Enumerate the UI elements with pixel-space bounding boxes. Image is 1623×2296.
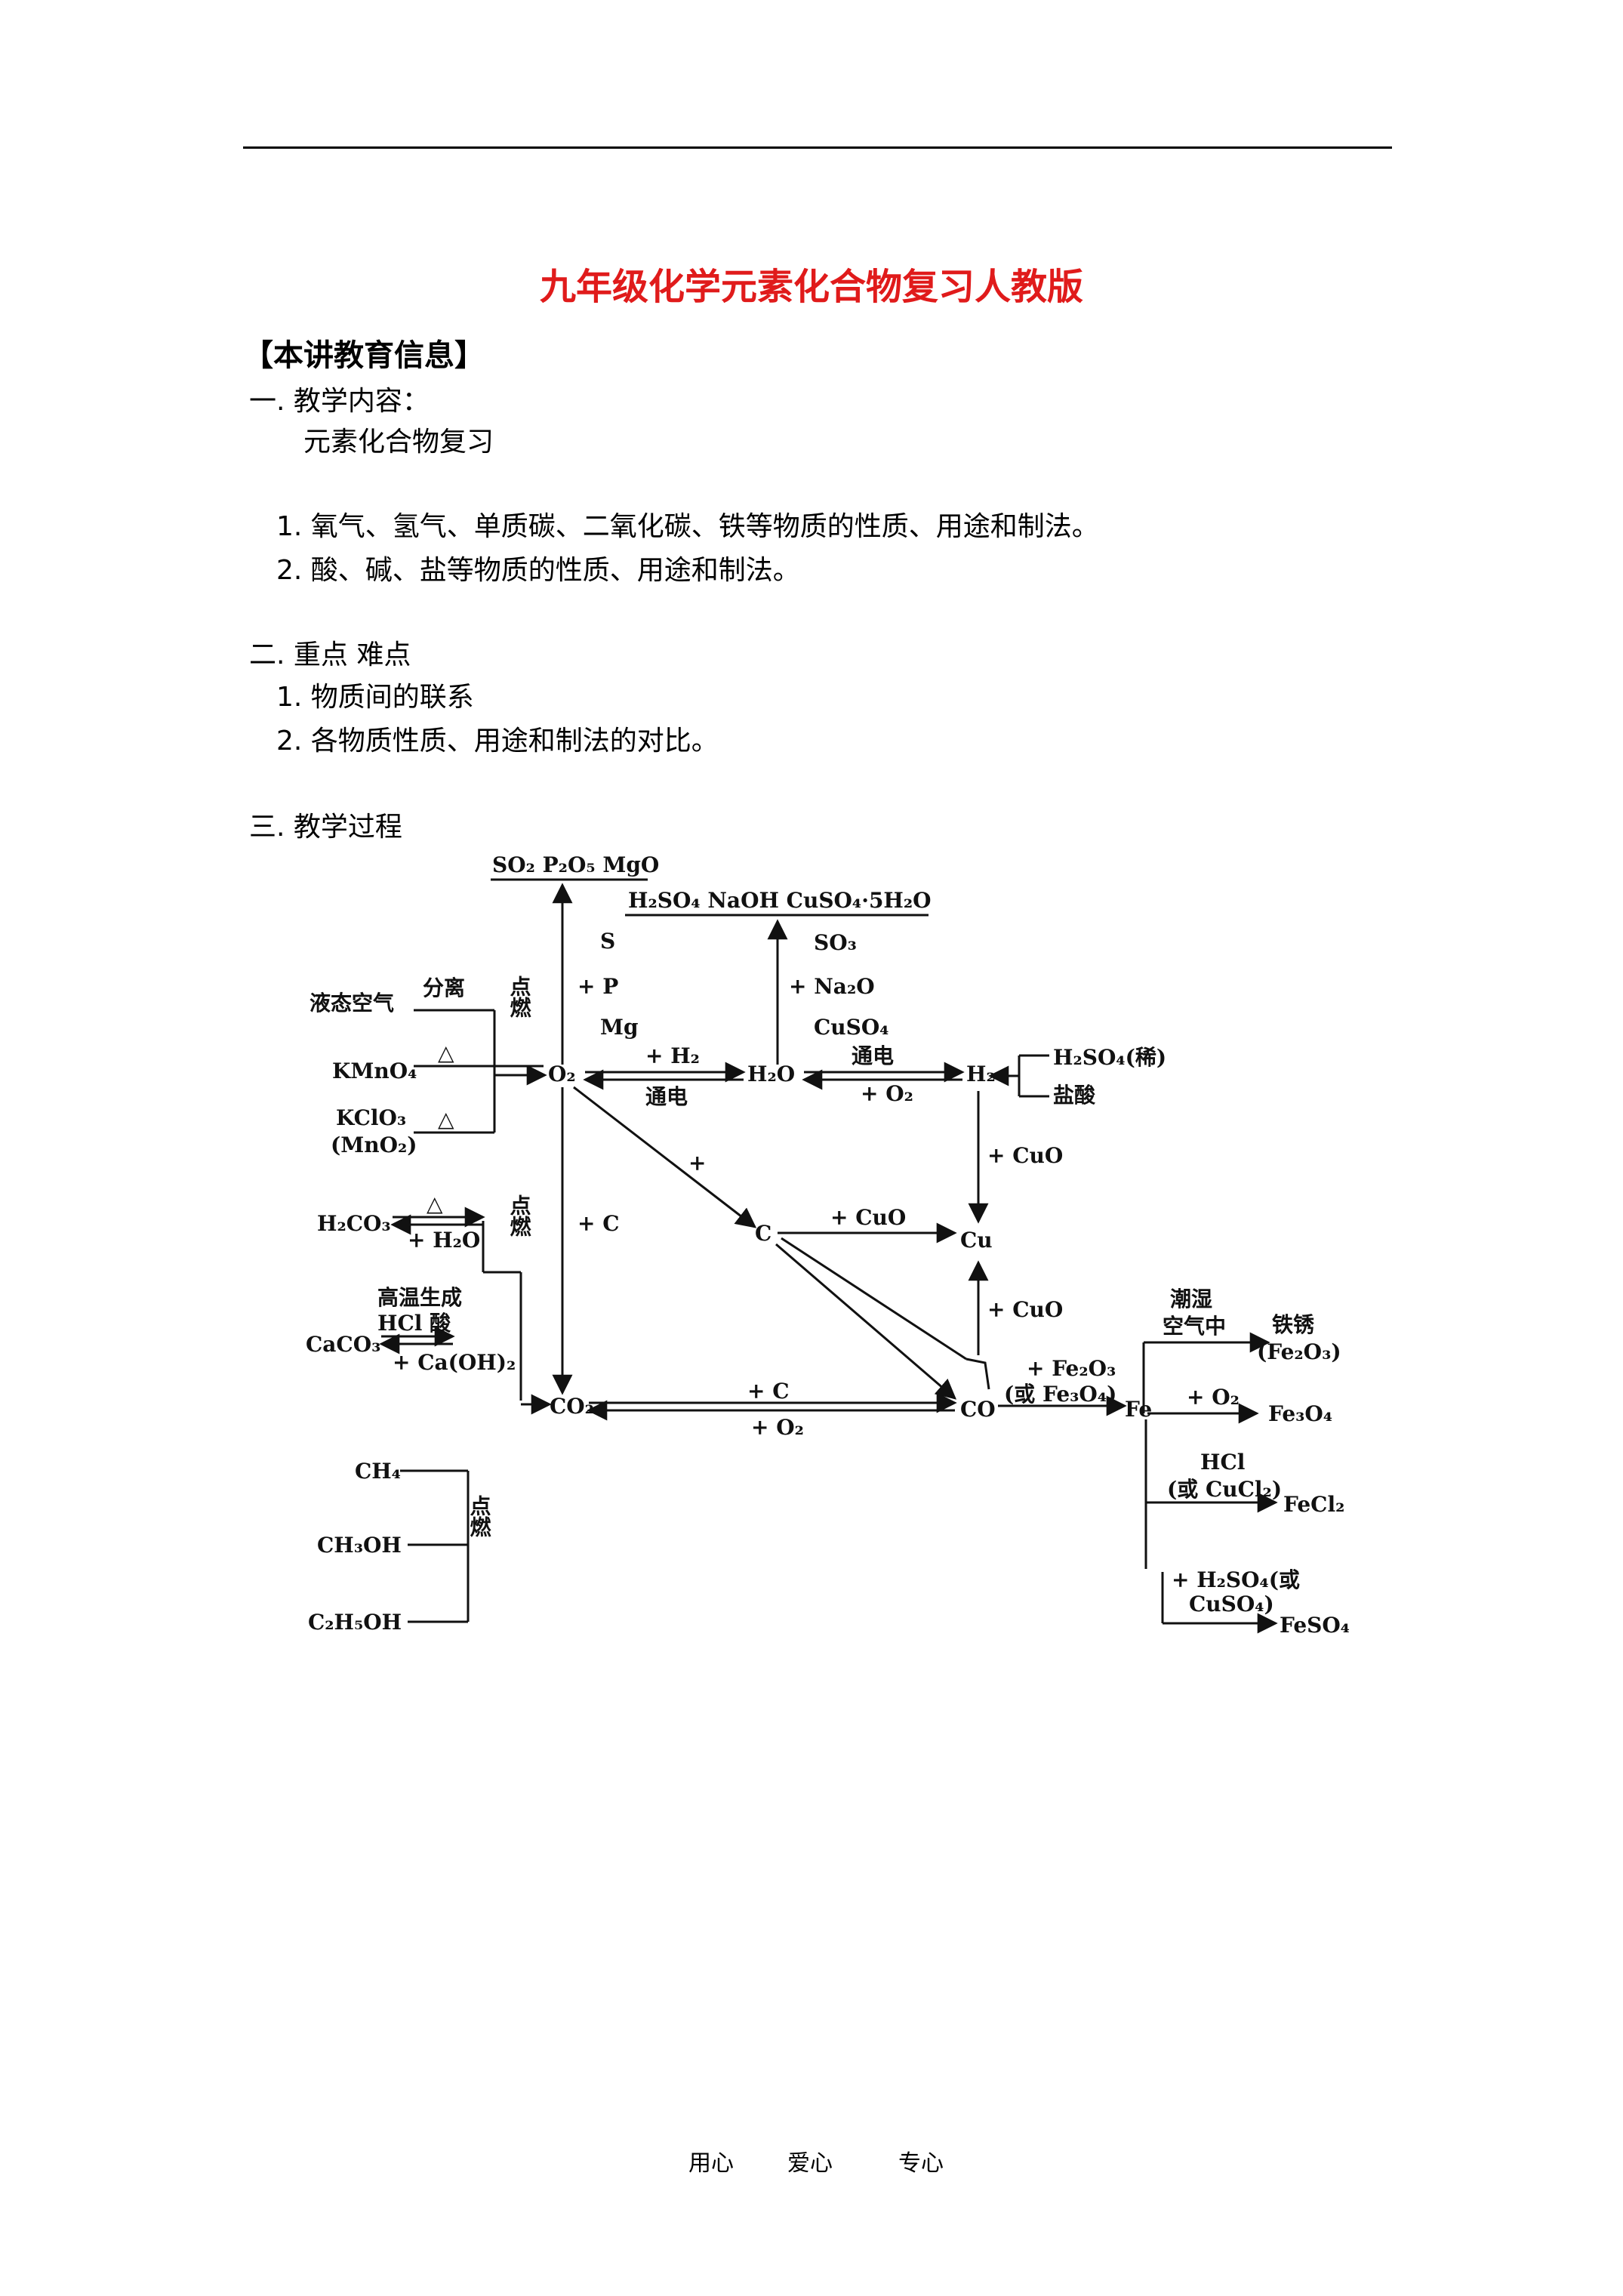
label-h2so4-dilute: H₂SO₄(稀) [1053, 1045, 1166, 1070]
section1-item-2: 2. 酸、碱、盐等物质的性质、用途和制法。 [276, 555, 800, 586]
label-kmno4: KMnO₄ [332, 1059, 417, 1083]
label-kclo3: KClO₃ [336, 1105, 406, 1130]
footer-word-3: 专心 [898, 2150, 944, 2177]
label-feso4: FeSO₄ [1280, 1613, 1350, 1638]
label-or-cucl2: (或 CuCl₂) [1167, 1477, 1282, 1502]
label-electrolysis-2: 通电 [852, 1043, 894, 1068]
label-fe: Fe [1125, 1397, 1152, 1422]
label-plus-cuo-2: + CuO [830, 1205, 906, 1230]
label-plus-h2: + H₂ [645, 1043, 700, 1068]
label-liquid-air: 液态空气 [310, 991, 394, 1015]
label-plus-c-2: + C [747, 1379, 790, 1404]
label-s: S [600, 929, 615, 954]
label-top-products: SO₂ P₂O₅ MgO [492, 852, 659, 877]
section1-item-1: 1. 氧气、氢气、单质碳、二氧化碳、铁等物质的性质、用途和制法。 [276, 511, 1099, 542]
label-moist: 潮湿 [1170, 1287, 1212, 1311]
label-plus-p: + P [577, 974, 618, 999]
label-acid-products: H₂SO₄ NaOH CuSO₄·5H₂O [628, 888, 932, 913]
section1-subtitle: 元素化合物复习 [303, 427, 494, 458]
label-rust: 铁锈 [1272, 1312, 1314, 1337]
label-delta-3: △ [427, 1191, 443, 1216]
label-hcl: HCl [1200, 1450, 1245, 1475]
label-plus-h2o: + H₂O [408, 1228, 480, 1253]
label-plus-cuo-3: + CuO [987, 1297, 1063, 1322]
section2-heading: 二. 重点 难点 [249, 639, 411, 670]
label-cuso4-close: CuSO₄) [1189, 1592, 1274, 1616]
label-mg: Mg [600, 1015, 639, 1040]
label-h2: H₂ [966, 1062, 996, 1086]
label-plus-caoh2: + Ca(OH)₂ [393, 1350, 516, 1375]
label-burn-3: 点燃 [467, 1495, 492, 1538]
label-h2co3: H₂CO₃ [317, 1211, 391, 1236]
chemistry-relationship-diagram: SO₂ P₂O₅ MgO H₂SO₄ NaOH CuSO₄·5H₂O 点燃 S … [306, 852, 1350, 1638]
label-hcl-suan: HCl 酸 [377, 1311, 451, 1336]
label-mno2: (MnO₂) [331, 1133, 417, 1157]
label-plus-c-1: + C [577, 1211, 620, 1236]
label-c2h5oh: C₂H₅OH [308, 1610, 402, 1635]
label-high-temp: 高温生成 [377, 1285, 462, 1310]
header-rule [243, 146, 1392, 149]
label-burn-1: 点燃 [507, 975, 532, 1019]
label-fe3o4: Fe₃O₄ [1268, 1401, 1332, 1426]
footer-word-1: 用心 [688, 2150, 734, 2177]
label-delta-1: △ [438, 1040, 454, 1065]
label-cu: Cu [960, 1228, 993, 1253]
label-so3: SO₃ [814, 930, 857, 955]
label-plus-o2-1: + O₂ [861, 1081, 913, 1106]
label-c: C [755, 1221, 771, 1246]
label-fe2o3: (Fe₂O₃) [1257, 1339, 1341, 1364]
page-title: 九年级化学元素化合物复习人教版 [539, 266, 1083, 308]
label-co2: CO₂ [550, 1394, 594, 1419]
label-electrolysis-1: 通电 [645, 1084, 688, 1109]
label-plus-o2-2: + O₂ [751, 1415, 804, 1440]
label-fecl2: FeCl₂ [1283, 1492, 1344, 1517]
label-plus-cuo-1: + CuO [987, 1143, 1063, 1168]
label-plus-fe2o3: + Fe₂O₃ [1027, 1356, 1116, 1381]
label-o2: O₂ [548, 1062, 576, 1086]
label-caco3: CaCO₃ [306, 1332, 380, 1357]
section1-heading: 一. 教学内容： [249, 386, 430, 417]
section2-item-2: 2. 各物质性质、用途和制法的对比。 [276, 726, 719, 757]
label-plus: + [688, 1151, 706, 1176]
label-or-fe3o4: (或 Fe₃O₄) [1004, 1382, 1116, 1407]
label-separate: 分离 [423, 975, 465, 1000]
label-co: CO [960, 1397, 996, 1422]
info-header: 【本讲教育信息】 [243, 338, 485, 373]
label-in-air: 空气中 [1163, 1314, 1226, 1339]
label-burn-2: 点燃 [507, 1194, 532, 1237]
label-hcl-acid: 盐酸 [1053, 1083, 1096, 1108]
label-h2o: H₂O [747, 1062, 795, 1086]
label-delta-2: △ [438, 1107, 454, 1132]
label-ch3oh: CH₃OH [317, 1533, 402, 1558]
section3-heading: 三. 教学过程 [249, 812, 402, 843]
label-plus-h2so4-or: + H₂SO₄(或 [1172, 1567, 1300, 1592]
label-plus-o2-3: + O₂ [1187, 1385, 1240, 1410]
section2-item-1: 1. 物质间的联系 [276, 682, 474, 713]
label-ch4: CH₄ [355, 1459, 401, 1484]
label-cuso4: CuSO₄ [814, 1015, 889, 1040]
label-plus-na2o: + Na₂O [789, 974, 875, 999]
footer-word-2: 爱心 [787, 2150, 833, 2177]
